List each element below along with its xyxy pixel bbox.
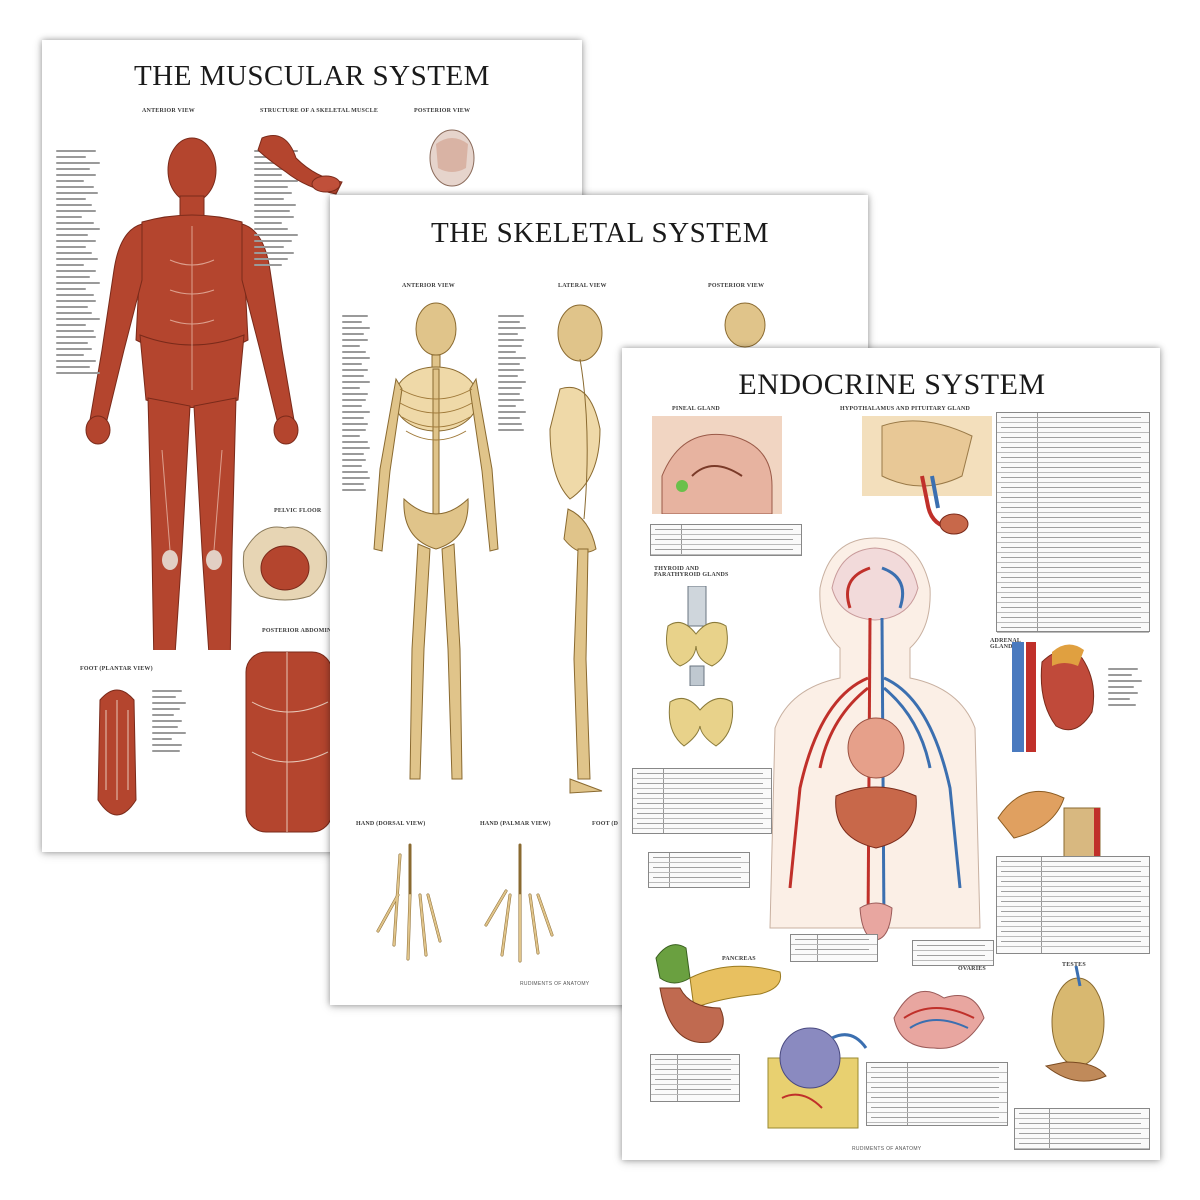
hand-dorsal-label: HAND (DORSAL VIEW) <box>356 821 426 827</box>
pancreas-figure <box>655 944 782 1044</box>
skeletal-poster-title: THE SKELETAL SYSTEM <box>431 217 769 249</box>
endocrine-table-left-lower <box>648 852 750 888</box>
endocrine-table-center-right <box>912 940 994 966</box>
muscular-poster-title: THE MUSCULAR SYSTEM <box>134 60 490 92</box>
pancreatic-islet-figure <box>767 1027 868 1129</box>
pelvic-floor-figure <box>242 526 328 601</box>
posterior-abdominal-figure <box>245 651 332 833</box>
hypothalamus-label: HYPOTHALAMUS AND PITUITARY GLAND <box>840 406 971 412</box>
foot-plantar-label: FOOT (PLANTAR VIEW) <box>80 666 153 672</box>
thyroid-gland-figure <box>666 586 728 686</box>
pineal-hormone-table <box>650 524 802 556</box>
skeletal-muscle-structure-figure <box>257 135 343 195</box>
skeletal-anterior-label: ANTERIOR VIEW <box>402 283 455 289</box>
muscular-posterior-figure <box>429 129 475 187</box>
skeletal-left-labels <box>342 315 372 495</box>
endocrine-poster-title: ENDOCRINE SYSTEM <box>738 368 1046 401</box>
parathyroid-gland-figure <box>668 697 734 747</box>
pineal-gland-figure <box>652 416 782 514</box>
muscular-anterior-figure <box>85 137 299 650</box>
posterior-abdominal-label: POSTERIOR ABDOMINAL <box>262 628 341 634</box>
hand-palmar-figure <box>484 843 554 963</box>
skeletal-footer-credit: RUDIMENTS OF ANATOMY <box>520 981 590 987</box>
testes-figure <box>1044 966 1107 1082</box>
endocrine-footer-credit: RUDIMENTS OF ANATOMY <box>852 1146 922 1152</box>
muscular-anterior-label: ANTERIOR VIEW <box>142 108 195 114</box>
muscular-structure-label: STRUCTURE OF A SKELETAL MUSCLE <box>260 108 379 114</box>
adrenal-cross-section-figure <box>997 790 1101 859</box>
testes-label: TESTES <box>1062 962 1086 968</box>
testes-hormone-table <box>1014 1108 1150 1150</box>
ovaries-figure <box>893 990 985 1049</box>
skeletal-lateral-label: LATERAL VIEW <box>558 283 607 289</box>
adrenal-labels <box>1108 668 1148 710</box>
muscular-left-labels <box>56 150 104 378</box>
endocrine-body-figure <box>769 537 981 941</box>
skeleton-posterior-figure <box>724 302 766 348</box>
thyroid-gland-label: THYROID AND PARATHYROID GLANDS <box>654 566 729 578</box>
adrenal-gland-figure <box>1012 642 1095 752</box>
endocrine-hormone-table-top <box>996 412 1150 633</box>
skeletal-posterior-label: POSTERIOR VIEW <box>708 283 765 289</box>
skeleton-lateral-figure <box>549 304 603 794</box>
hand-dorsal-figure <box>376 843 442 961</box>
foot-labels <box>152 690 192 756</box>
endocrine-table-left-mid <box>632 768 772 834</box>
skeleton-anterior-figure <box>373 302 499 780</box>
pituitary-gland-figure <box>862 416 992 535</box>
foot-dorsal-label: FOOT (D <box>592 821 619 827</box>
muscular-right-labels <box>254 150 314 270</box>
adrenal-glands-label: ADRENAL GLANDS <box>990 638 1021 650</box>
pelvic-floor-label: PELVIC FLOOR <box>274 508 322 514</box>
endocrine-system-poster: ENDOCRINE SYSTEM PINEAL GLAND HYPOTHALAM… <box>622 348 1160 1160</box>
muscular-posterior-label: POSTERIOR VIEW <box>414 108 471 114</box>
skeletal-middle-labels <box>498 315 528 435</box>
pancreas-hormone-table <box>650 1054 740 1102</box>
ovaries-label: OVARIES <box>958 966 986 972</box>
pineal-gland-label: PINEAL GLAND <box>672 406 720 412</box>
hand-palmar-label: HAND (PALMAR VIEW) <box>480 821 551 827</box>
pancreas-label: PANCREAS <box>722 956 756 962</box>
ovaries-hormone-table <box>866 1062 1008 1126</box>
foot-plantar-figure <box>97 689 137 816</box>
endocrine-table-right-lower <box>996 856 1150 954</box>
endocrine-table-bottom-middle <box>790 934 878 962</box>
